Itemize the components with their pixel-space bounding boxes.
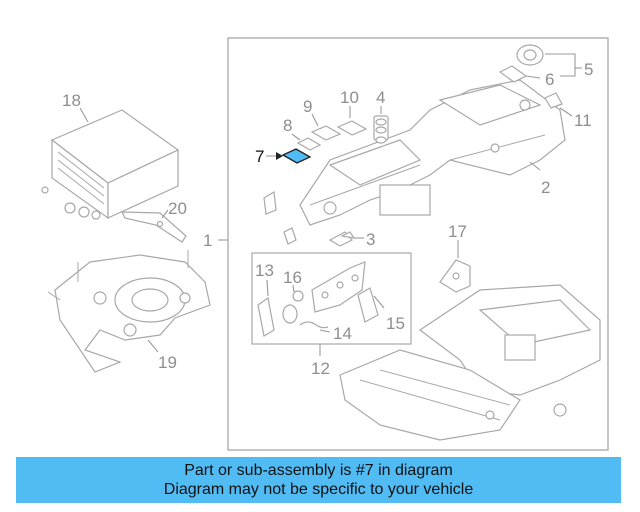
part-16-connector (282, 290, 304, 324)
part-seal-small (283, 227, 297, 245)
part-4-fastener (373, 115, 389, 144)
part-15-block (357, 287, 379, 323)
part-13-plate (257, 296, 275, 337)
callout-9: 9 (303, 97, 312, 116)
part-3-bracket (328, 231, 356, 247)
part-18-module (41, 109, 180, 220)
info-banner: Part or sub-assembly is #7 in diagram Di… (16, 457, 621, 503)
callout-7: 7 (255, 147, 264, 166)
part-8-label (296, 137, 322, 151)
part-5-6-mounts (498, 44, 544, 83)
assembly-frame (227, 37, 609, 451)
callout-14: 14 (333, 324, 352, 343)
callout-1: 1 (203, 231, 212, 250)
banner-line-1: Part or sub-assembly is #7 in diagram (184, 462, 453, 479)
part-2-upper-assembly (299, 79, 566, 226)
callout-17: 17 (448, 222, 467, 241)
sub-assembly-box-12 (251, 252, 412, 345)
banner-line-2: Diagram may not be specific to your vehi… (163, 481, 474, 498)
part-bracket-small (263, 191, 277, 215)
part-14-clip (299, 321, 329, 329)
part-7-label-highlighted[interactable] (281, 148, 312, 164)
part-10-label (336, 120, 368, 136)
callout-13: 13 (255, 261, 274, 280)
callout-18: 18 (62, 91, 81, 110)
callout-11: 11 (574, 111, 592, 130)
callout-6: 6 (545, 70, 554, 89)
part-20-bracket (121, 211, 187, 243)
part-12-harness (311, 261, 366, 313)
callout-12: 12 (311, 359, 330, 378)
part-7-arrowhead (276, 152, 283, 160)
part-17-bracket (439, 259, 471, 293)
callout-15: 15 (386, 314, 405, 333)
part-19-frame (47, 250, 211, 373)
callout-19: 19 (158, 353, 177, 372)
callout-8: 8 (283, 116, 292, 135)
part-9-label (310, 125, 342, 141)
parts-diagram: 1 2 3 4 5 6 7 8 9 10 11 12 13 14 15 16 1… (41, 37, 609, 451)
callout-3: 3 (366, 230, 375, 249)
callout-4: 4 (376, 88, 385, 107)
callout-20: 20 (168, 199, 187, 218)
part-11-seal (544, 92, 563, 109)
callout-16: 16 (283, 268, 302, 287)
callout-2: 2 (541, 178, 550, 197)
callout-5: 5 (584, 60, 593, 79)
callout-10: 10 (340, 88, 359, 107)
lower-battery-tray (339, 284, 601, 441)
